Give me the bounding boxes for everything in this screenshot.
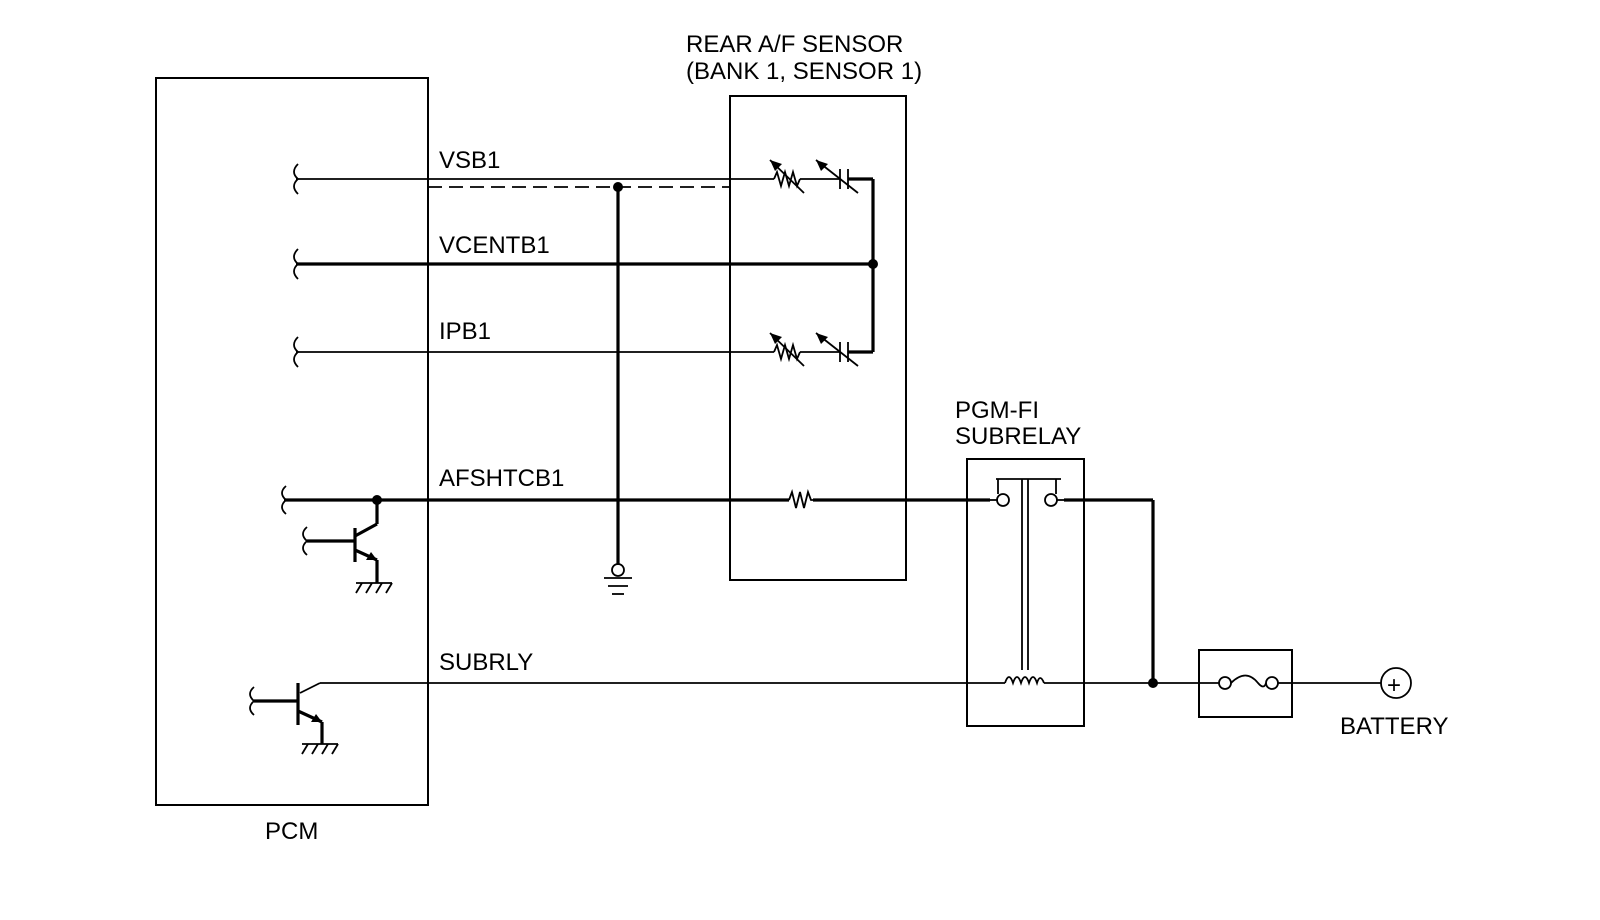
- transistor-icon: [249, 682, 324, 744]
- rear-af-sensor-box: [729, 95, 907, 581]
- variable-resistor-icon: [769, 332, 805, 367]
- variable-capacitor-icon: [815, 159, 859, 194]
- relay-switch-icon: [990, 478, 1064, 670]
- rear-af-sensor-label-line2: (BANK 1, SENSOR 1): [686, 58, 922, 85]
- battery-symbol: +: [1387, 672, 1401, 699]
- label-vsb1: VSB1: [439, 147, 500, 174]
- sensor-cell-vsb1: [769, 159, 878, 352]
- ground-icon: [604, 563, 632, 595]
- rear-af-sensor-label-line1: REAR A/F SENSOR: [686, 31, 903, 58]
- fuse-icon: [1198, 649, 1293, 718]
- variable-resistor-icon: [769, 159, 805, 194]
- relay-coil-icon: [1004, 676, 1045, 686]
- rear-af-sensor: REAR A/F SENSOR (BANK 1, SENSOR 1): [686, 31, 922, 581]
- variable-capacitor-icon: [815, 332, 859, 367]
- battery-terminal-icon: [1380, 667, 1412, 699]
- wire-vsb1: VSB1: [293, 147, 774, 195]
- chassis-ground-icon: [301, 743, 339, 755]
- pcm-box: [155, 77, 429, 806]
- shield-drain: [613, 182, 623, 565]
- wire-ipb1: IPB1: [293, 318, 774, 368]
- subrelay-box: [966, 458, 1085, 727]
- pcm: PCM: [155, 77, 429, 845]
- sensor-cell-ipb1: [769, 332, 873, 367]
- wire-afshtcb1: AFSHTCB1: [281, 465, 1155, 683]
- label-subrly: SUBRLY: [439, 649, 533, 676]
- resistor-icon: [788, 488, 813, 509]
- transistor-icon: [302, 495, 382, 583]
- subrelay-label-line2: SUBRELAY: [955, 423, 1081, 450]
- chassis-ground-icon: [355, 582, 393, 594]
- label-afshtcb1: AFSHTCB1: [439, 465, 564, 492]
- subrelay-label-line1: PGM-FI: [955, 397, 1039, 424]
- pgm-fi-subrelay: PGM-FI SUBRELAY: [955, 397, 1085, 727]
- pcm-label: PCM: [265, 818, 318, 845]
- label-vcentb1: VCENTB1: [439, 232, 550, 259]
- battery-label: BATTERY: [1340, 713, 1448, 740]
- label-ipb1: IPB1: [439, 318, 491, 345]
- wire-subrly: SUBRLY: [320, 649, 1381, 684]
- battery: + BATTERY: [1340, 667, 1448, 740]
- wire-vcentb1: VCENTB1: [293, 232, 873, 280]
